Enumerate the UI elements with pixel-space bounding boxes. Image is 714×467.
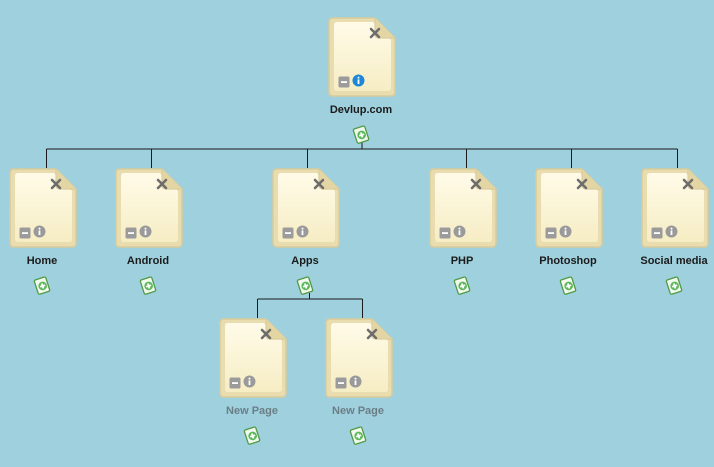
node-label[interactable]: Photoshop — [539, 255, 597, 267]
node-label[interactable]: New Page — [332, 405, 384, 417]
add-page-icon[interactable] — [243, 426, 262, 445]
node-android: Android — [88, 167, 208, 317]
info-icon[interactable] — [243, 375, 256, 388]
node-photoshop: Photoshop — [508, 167, 628, 317]
collapse-icon[interactable] — [19, 226, 31, 239]
info-icon[interactable] — [453, 225, 466, 238]
collapse-icon[interactable] — [282, 226, 294, 239]
page-card[interactable] — [8, 167, 78, 249]
info-icon[interactable] — [296, 225, 309, 238]
add-page-icon[interactable] — [665, 276, 684, 295]
page-card[interactable] — [114, 167, 184, 249]
node-label[interactable]: Devlup.com — [329, 104, 393, 116]
node-root: Devlup.com — [301, 16, 421, 166]
info-icon[interactable] — [349, 375, 362, 388]
add-page-icon[interactable] — [349, 426, 368, 445]
node-new-page-2: New Page — [298, 317, 418, 467]
collapse-icon[interactable] — [439, 226, 451, 239]
page-card[interactable] — [640, 167, 710, 249]
info-icon[interactable] — [33, 225, 46, 238]
add-page-icon[interactable] — [352, 125, 371, 144]
add-page-icon[interactable] — [33, 276, 52, 295]
node-new-page-1: New Page — [192, 317, 312, 467]
add-page-icon[interactable] — [453, 276, 472, 295]
node-label[interactable]: Android — [126, 255, 170, 267]
page-card[interactable] — [324, 317, 394, 399]
collapse-icon[interactable] — [125, 226, 137, 239]
close-icon[interactable] — [367, 25, 383, 41]
page-card[interactable] — [428, 167, 498, 249]
node-label[interactable]: PHP — [450, 255, 474, 267]
collapse-icon[interactable] — [338, 75, 350, 88]
node-label[interactable]: Social media — [640, 255, 708, 267]
close-icon[interactable] — [364, 326, 380, 342]
close-icon[interactable] — [154, 176, 170, 192]
info-icon[interactable] — [665, 225, 678, 238]
page-card[interactable] — [218, 317, 288, 399]
collapse-icon[interactable] — [335, 376, 347, 389]
info-icon[interactable] — [559, 225, 572, 238]
close-icon[interactable] — [468, 176, 484, 192]
info-icon[interactable] — [139, 225, 152, 238]
node-label[interactable]: New Page — [226, 405, 278, 417]
node-apps: Apps — [245, 167, 365, 317]
node-social-media: Social media — [614, 167, 714, 317]
collapse-icon[interactable] — [651, 226, 663, 239]
collapse-icon[interactable] — [229, 376, 241, 389]
close-icon[interactable] — [574, 176, 590, 192]
page-card[interactable] — [327, 16, 397, 98]
add-page-icon[interactable] — [559, 276, 578, 295]
close-icon[interactable] — [48, 176, 64, 192]
close-icon[interactable] — [258, 326, 274, 342]
node-home: Home — [0, 167, 102, 317]
collapse-icon[interactable] — [545, 226, 557, 239]
page-card[interactable] — [534, 167, 604, 249]
node-php: PHP — [402, 167, 522, 317]
node-label[interactable]: Home — [26, 255, 58, 267]
node-label[interactable]: Apps — [291, 255, 319, 267]
add-page-icon[interactable] — [139, 276, 158, 295]
close-icon[interactable] — [680, 176, 696, 192]
info-icon[interactable] — [352, 74, 365, 87]
add-page-icon[interactable] — [296, 276, 315, 295]
page-card[interactable] — [271, 167, 341, 249]
close-icon[interactable] — [311, 176, 327, 192]
